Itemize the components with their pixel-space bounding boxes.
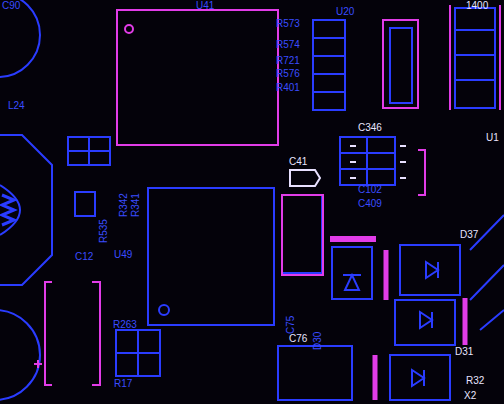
component-pads: [455, 30, 495, 80]
part-designator: L24: [8, 100, 25, 111]
ic-outline: [148, 188, 274, 325]
pin1-dot: [159, 305, 169, 315]
resistor-pads: [116, 330, 160, 376]
diode-symbol: [343, 275, 361, 290]
capacitor-outline: [290, 170, 320, 186]
part-designator: R263: [113, 319, 137, 330]
polarity-mark: [34, 360, 42, 368]
component-pads: [455, 8, 495, 108]
part-designator: X2: [464, 390, 476, 401]
inductor-winding: [0, 185, 20, 235]
capacitor-pads: [340, 137, 395, 185]
capacitor-pads: [278, 346, 352, 400]
part-designator: R32: [466, 375, 484, 386]
part-designator: R721: [276, 55, 300, 66]
diode-pads: [332, 247, 372, 299]
part-designator: U20: [336, 6, 354, 17]
part-designator: D37: [460, 229, 478, 240]
silk-bracket: [418, 150, 425, 195]
resistor-array: [313, 20, 345, 110]
polarity-marks: [350, 145, 406, 179]
diode-pads: [390, 245, 460, 400]
part-designator: C75: [285, 316, 296, 334]
resistor-pads: [68, 137, 110, 165]
ic-pads: [390, 28, 412, 103]
diode-symbol: [412, 262, 438, 386]
silk-bracket: [45, 282, 100, 385]
resistor-pads: [116, 330, 160, 376]
inductor-winding: [2, 195, 14, 225]
capacitor-outline: [282, 195, 323, 275]
part-designator: C12: [75, 251, 93, 262]
capacitor-outline: [0, 310, 40, 400]
capacitor-pads: [340, 137, 395, 185]
part-designator: C409: [358, 198, 382, 209]
part-designator: R576: [276, 68, 300, 79]
part-designator: C76: [289, 333, 307, 344]
part-designator: R341: [130, 193, 141, 217]
part-designator: R574: [276, 39, 300, 50]
ic-outline: [383, 20, 418, 108]
silk-bracket: [450, 5, 500, 110]
part-designator: R17: [114, 378, 132, 389]
polarity-bar: [330, 236, 376, 242]
part-designator: C41: [289, 156, 307, 167]
part-designator: R573: [276, 18, 300, 29]
part-designator: C346: [358, 122, 382, 133]
part-designator: C90: [2, 0, 20, 11]
part-designator: C102: [358, 184, 382, 195]
resistor-pads: [313, 38, 345, 92]
part-designator: D30: [312, 332, 323, 350]
resistor-pads: [68, 137, 110, 165]
part-designator: 1400: [466, 0, 488, 11]
polarity-bar: [375, 250, 465, 400]
inductor-outline: [0, 135, 52, 285]
ic-outline: [117, 10, 278, 145]
pin1-dot: [125, 25, 133, 33]
part-designator: R535: [98, 219, 109, 243]
part-designator: U41: [196, 0, 214, 11]
capacitor-pads: [282, 195, 322, 273]
part-designator: R342: [118, 193, 129, 217]
part-designator: R401: [276, 82, 300, 93]
part-designator: U1: [486, 132, 499, 143]
resistor-pads: [75, 192, 95, 216]
part-designator: U49: [114, 249, 132, 260]
part-designator: D31: [455, 346, 473, 357]
capacitor-outline: [0, 0, 40, 77]
